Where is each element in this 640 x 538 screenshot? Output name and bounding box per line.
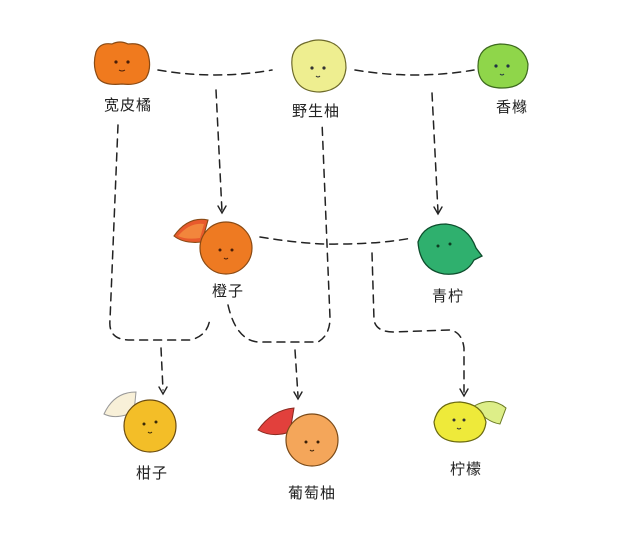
node-label-lemon: 柠檬: [450, 460, 483, 478]
node-label-tangerine: 柑子: [136, 464, 169, 482]
descent-line-lime: [431, 92, 439, 213]
node-label-mandarin: 宽皮橘: [104, 96, 153, 114]
node-label-orange: 橙子: [212, 282, 245, 300]
arrowhead-grapefruit: [293, 391, 303, 401]
arrowhead-lemon: [459, 388, 469, 398]
union-line-orange-pomelo: [227, 121, 331, 343]
union-line-mandarin-orange: [109, 124, 211, 341]
tangerine-icon: [103, 391, 177, 453]
lime-icon: [417, 223, 483, 275]
descent-line-tangerine: [160, 347, 164, 391]
grapefruit-icon: [257, 407, 339, 467]
descent-line-grapefruit: [294, 349, 299, 397]
mandarin-icon: [93, 41, 151, 85]
node-label-grapefruit: 葡萄柚: [288, 484, 337, 502]
descent-line-orange: [215, 89, 223, 213]
union-line-orange-lime-to-lemon: [371, 252, 465, 393]
arrowhead-orange: [217, 205, 227, 215]
citron-icon: [477, 43, 529, 89]
lemon-icon: [433, 401, 507, 443]
union-line-pomelo-citron: [354, 69, 475, 76]
node-label-citron: 香橼: [496, 98, 529, 116]
union-line-mandarin-pomelo: [157, 69, 273, 76]
node-label-pomelo: 野生柚: [292, 102, 341, 120]
arrowhead-tangerine: [158, 386, 168, 396]
union-line-orange-lime: [259, 236, 413, 245]
orange-icon: [173, 218, 253, 275]
node-label-lime: 青柠: [432, 287, 465, 305]
arrowhead-lime: [433, 206, 443, 216]
pomelo-icon: [291, 39, 347, 93]
